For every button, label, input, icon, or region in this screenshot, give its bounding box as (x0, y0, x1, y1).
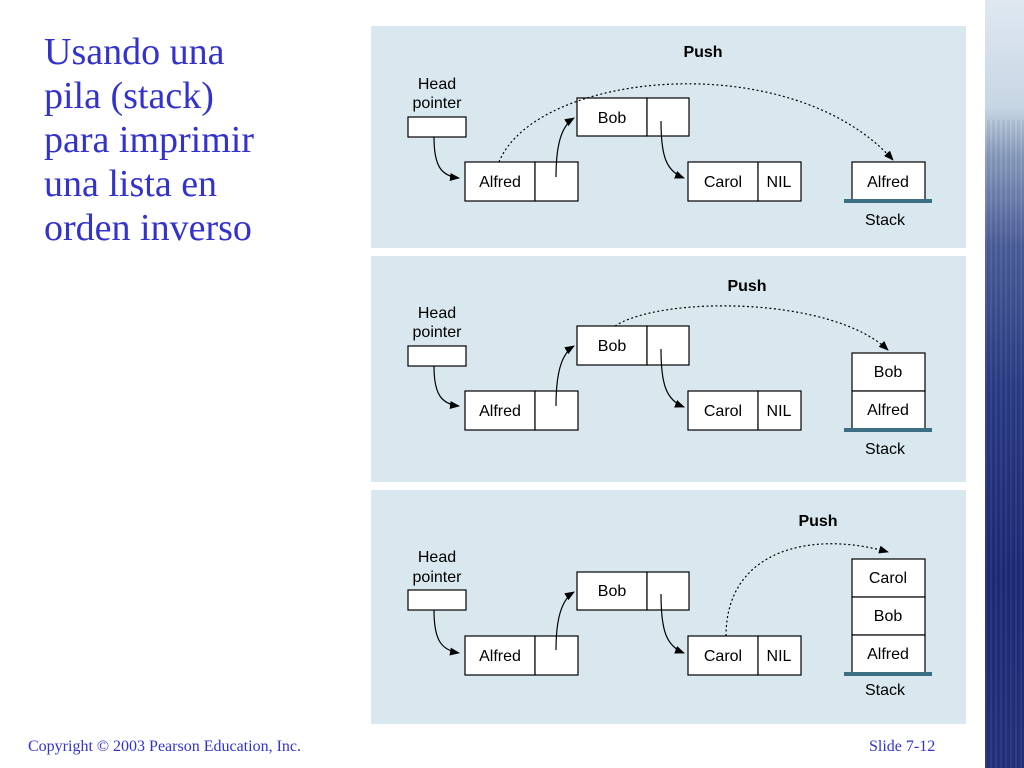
stack-label: Stack (865, 682, 906, 699)
stack-item-label: Alfred (867, 646, 909, 663)
stack-slot-carol (851, 558, 926, 598)
node-carol-label: Carol (704, 648, 742, 665)
head-arrow (433, 609, 460, 656)
head-label-line1: Head (418, 305, 456, 322)
stack-diagram-3: Head pointer Alfred Bob Carol NIL Push C… (407, 513, 932, 699)
node-carol-pointer (757, 390, 802, 431)
stack-item-label: Alfred (867, 402, 909, 419)
push-arrow (725, 543, 889, 637)
stack-diagram-1: Head pointer Alfred Bob Carol NIL Push A… (407, 44, 932, 229)
node-carol-nil: NIL (767, 174, 792, 191)
slide-title: Usando una pila (stack) para imprimir un… (44, 31, 254, 249)
bob-to-carol-arrow (660, 593, 685, 654)
diagram-panel-3: Head pointer Alfred Bob Carol NIL Push C… (371, 490, 966, 724)
diagram-panel-1: Head pointer Alfred Bob Carol NIL Push A… (371, 26, 966, 248)
stack-item-label: Alfred (867, 174, 909, 191)
node-bob-pointer (646, 325, 690, 366)
alfred-to-bob-arrow (555, 591, 575, 651)
head-label-line2: pointer (413, 95, 463, 112)
node-bob-data (576, 571, 648, 611)
node-bob-data (576, 97, 648, 137)
copyright-footer: Copyright © 2003 Pearson Education, Inc. (28, 738, 301, 755)
stack-item-label: Carol (869, 570, 907, 587)
node-bob-data (576, 325, 648, 366)
node-alfred-data (464, 161, 536, 202)
stack-slot-alfred (851, 390, 926, 430)
stack-slot-alfred (851, 161, 926, 201)
alfred-to-bob-arrow (555, 117, 575, 178)
head-arrow (433, 136, 460, 181)
head-label-line2: pointer (413, 569, 463, 586)
stack-diagram-2: Head pointer Alfred Bob Carol NIL Push B… (407, 278, 932, 458)
node-bob-pointer (646, 571, 690, 611)
node-bob-label: Bob (598, 338, 627, 355)
push-label: Push (683, 44, 722, 61)
head-pointer-box (407, 116, 467, 138)
stack-label: Stack (865, 212, 906, 229)
node-alfred-label: Alfred (479, 174, 521, 191)
push-label: Push (727, 278, 766, 295)
node-alfred-label: Alfred (479, 403, 521, 420)
push-label: Push (798, 513, 837, 530)
head-label-line2: pointer (413, 324, 463, 341)
node-bob-pointer (646, 97, 690, 137)
diagram-panel-2: Head pointer Alfred Bob Carol NIL Push B… (371, 256, 966, 482)
node-carol-nil: NIL (767, 648, 792, 665)
head-label-line1: Head (418, 549, 456, 566)
head-pointer-box (407, 589, 467, 611)
decorative-side-strip (985, 0, 1024, 768)
push-arrow (614, 305, 889, 351)
node-bob-label: Bob (598, 110, 627, 127)
node-carol-pointer (757, 635, 802, 676)
node-bob-label: Bob (598, 583, 627, 600)
node-alfred-label: Alfred (479, 648, 521, 665)
push-arrow (498, 83, 894, 163)
stack-item-label: Bob (874, 364, 903, 381)
stack-item-label: Bob (874, 608, 903, 625)
node-alfred-data (464, 635, 536, 676)
alfred-to-bob-arrow (555, 345, 575, 407)
node-carol-label: Carol (704, 403, 742, 420)
head-pointer-box (407, 345, 467, 367)
stack-slot-bob (851, 596, 926, 636)
head-arrow (433, 365, 460, 409)
node-carol-data (687, 635, 759, 676)
slide-number: Slide 7-12 (869, 738, 936, 755)
head-label-line1: Head (418, 76, 456, 93)
node-carol-pointer (757, 161, 802, 202)
stack-slot-alfred (851, 634, 926, 674)
bob-to-carol-arrow (660, 120, 685, 179)
stack-label: Stack (865, 441, 906, 458)
node-alfred-data (464, 390, 536, 431)
node-carol-nil: NIL (767, 403, 792, 420)
bob-to-carol-arrow (660, 348, 685, 408)
node-carol-label: Carol (704, 174, 742, 191)
